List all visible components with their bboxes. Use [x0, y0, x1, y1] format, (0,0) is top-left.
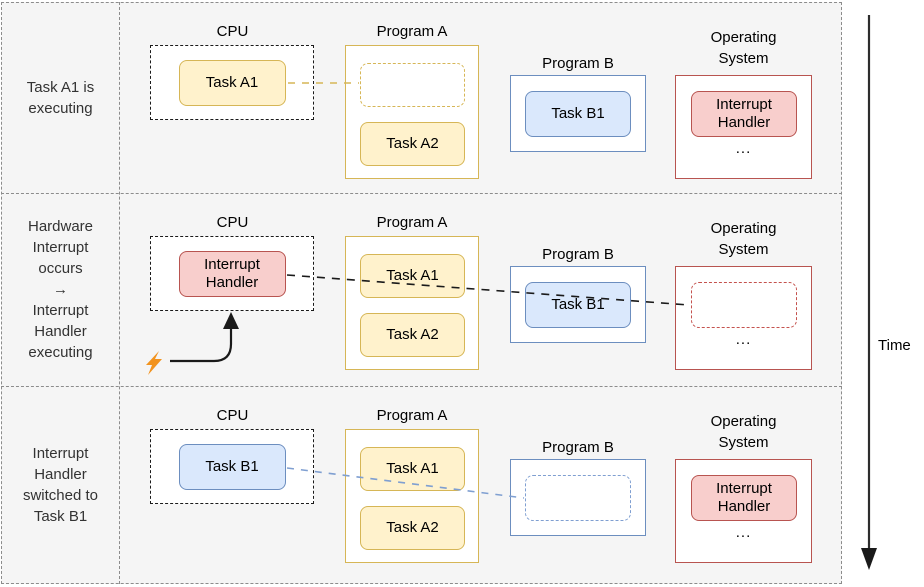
task-b1-box: Task B1 — [178, 443, 286, 490]
os-empty-slot — [691, 282, 797, 328]
os-ellipsis: ... — [735, 140, 752, 157]
program-a-empty-slot — [360, 63, 465, 107]
interrupt-handler-box: Interrupt Handler — [691, 91, 797, 137]
phase-label: Interrupt Handler switched to Task B1 — [22, 445, 99, 525]
cpu-title: CPU — [216, 23, 249, 40]
os-ellipsis: ... — [735, 524, 752, 541]
task-a2-box: Task A2 — [360, 313, 465, 357]
program-b-title: Program B — [542, 439, 614, 456]
program-b-box: Task B1 — [510, 75, 646, 152]
interrupt-handler-box: Interrupt Handler — [691, 475, 797, 521]
task-a1-box: Task A1 — [360, 447, 465, 491]
cpu-box: Task A1 — [150, 45, 314, 120]
phase-row-hardware-interrupt: Hardware Interrupt occurs → Interrupt Ha… — [0, 193, 842, 386]
program-a-title: Program A — [376, 23, 448, 40]
os-title: Operating System — [710, 413, 777, 451]
program-a-box: Task A2 — [345, 45, 479, 179]
os-title: Operating System — [710, 29, 777, 67]
label-column-divider — [119, 2, 120, 584]
program-a-box: Task A1 Task A2 — [345, 236, 479, 370]
os-box: ... — [675, 266, 812, 370]
cpu-title: CPU — [216, 214, 249, 231]
phase-label: Task A1 is executing — [26, 78, 95, 117]
program-a-title: Program A — [376, 214, 448, 231]
os-box: Interrupt Handler ... — [675, 75, 812, 179]
interrupt-handler-box: Interrupt Handler — [178, 250, 286, 297]
phase-label: Hardware Interrupt occurs → Interrupt Ha… — [27, 218, 94, 361]
task-b1-box: Task B1 — [525, 90, 631, 137]
time-axis-arrowhead — [861, 548, 877, 570]
row-divider — [1, 386, 842, 387]
task-a2-box: Task A2 — [360, 506, 465, 550]
row-divider — [1, 193, 842, 194]
program-b-box: Task B1 — [510, 266, 646, 343]
cpu-title: CPU — [216, 407, 249, 424]
os-box: Interrupt Handler ... — [675, 459, 812, 563]
task-a1-box: Task A1 — [178, 59, 286, 106]
cpu-box: Interrupt Handler — [150, 236, 314, 311]
program-b-title: Program B — [542, 55, 614, 72]
program-b-empty-slot — [525, 474, 631, 521]
program-a-box: Task A1 Task A2 — [345, 429, 479, 563]
phase-row-task-a1-executing: Task A1 is executing CPU Task A1 Program… — [0, 2, 842, 193]
program-b-box — [510, 459, 646, 536]
program-b-title: Program B — [542, 246, 614, 263]
task-a1-box: Task A1 — [360, 254, 465, 298]
os-ellipsis: ... — [735, 331, 752, 348]
task-b1-box: Task B1 — [525, 281, 631, 328]
task-a2-box: Task A2 — [360, 122, 465, 166]
os-title: Operating System — [710, 220, 777, 258]
cpu-box: Task B1 — [150, 429, 314, 504]
phase-row-switched-to-task-b1: Interrupt Handler switched to Task B1 CP… — [0, 386, 842, 584]
time-axis-label: Time — [878, 337, 911, 354]
program-a-title: Program A — [376, 407, 448, 424]
